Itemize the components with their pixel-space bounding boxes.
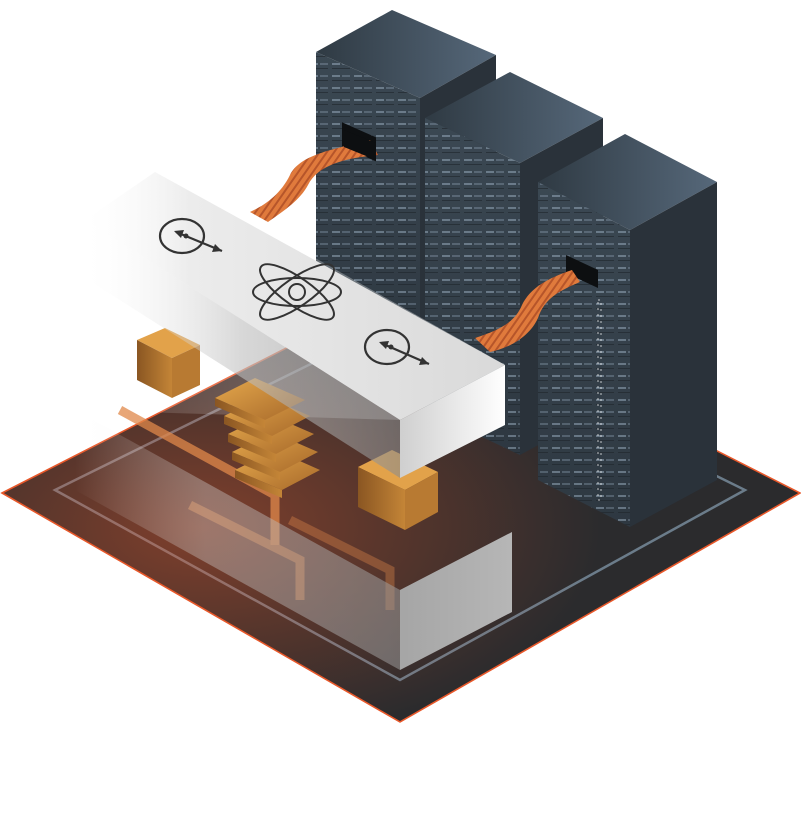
ribbon-cable-1	[250, 130, 378, 222]
ribbon-cable-2	[475, 270, 580, 352]
rack-3-port	[566, 255, 598, 288]
chip-stack	[215, 378, 320, 498]
server-rack-3	[538, 134, 717, 527]
control-slab	[85, 172, 505, 478]
qubit-spin-icon	[158, 217, 223, 255]
gold-support-left	[137, 328, 200, 398]
qubit-spin-icon	[363, 328, 430, 366]
rack-3-leds	[597, 299, 602, 501]
